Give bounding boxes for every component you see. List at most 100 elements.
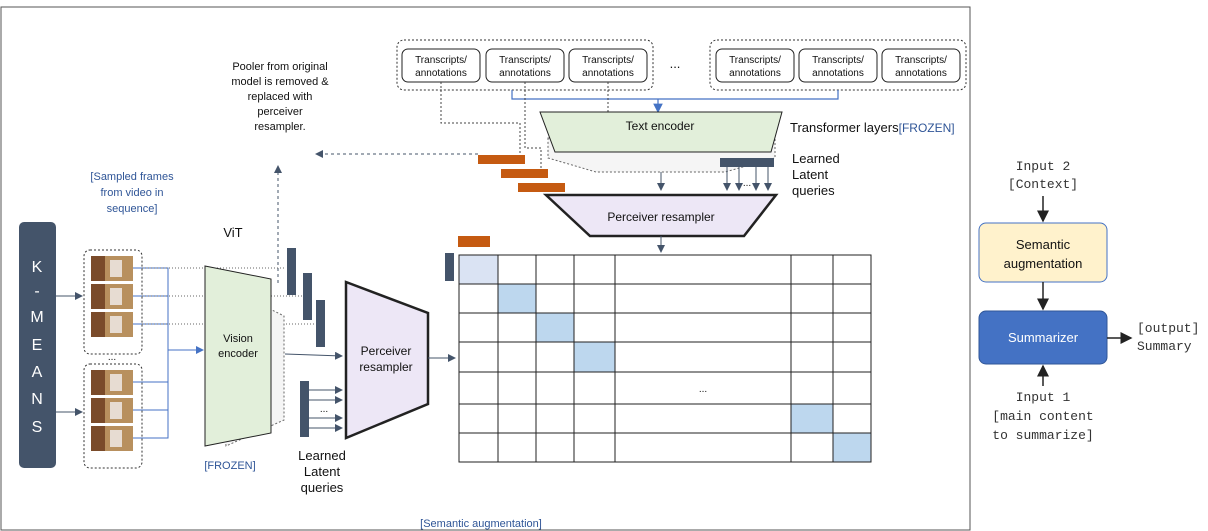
svg-text:Transcripts/: Transcripts/ (415, 55, 467, 66)
semantic-augmentation-caption: [Semantic augmentation] (420, 518, 542, 530)
svg-text:perceiver: perceiver (257, 106, 303, 118)
perceiver-resampler-mid (344, 280, 430, 440)
vision-token-2 (303, 273, 312, 320)
svg-text:model is removed &: model is removed & (231, 76, 329, 88)
svg-text:M: M (30, 309, 43, 326)
svg-text:annotations: annotations (812, 68, 864, 79)
semantic-augmentation-label-1: Semantic (1016, 237, 1071, 252)
frames-ellipsis: ... (108, 352, 116, 363)
perceiver-resampler-top (542, 193, 779, 238)
left-panel-frame (0, 6, 971, 531)
sampled-frames-label: [Sampled frames from video in sequence] (90, 171, 174, 215)
grid-orange-token (458, 236, 490, 247)
latent-queries-arrows-top (723, 167, 772, 191)
svg-text:E: E (32, 337, 43, 354)
svg-text:K: K (32, 259, 43, 276)
svg-text:annotations: annotations (415, 68, 467, 79)
transcript-dotted-1 (440, 82, 521, 157)
input2-label: Input 2 [Context] (1008, 159, 1078, 192)
svg-text:queries: queries (792, 183, 835, 198)
transcript-box-2: Transcripts/ annotations (485, 48, 565, 83)
output-label: [output] Summary (1137, 321, 1199, 354)
vision-encoder (204, 265, 272, 447)
vision-token-1 (287, 248, 296, 295)
summarizer-label: Summarizer (1008, 330, 1079, 345)
svg-text:Transcripts/: Transcripts/ (895, 55, 947, 66)
frame-connectors (133, 267, 204, 439)
latent-queries-ellipsis-top: ... (743, 178, 751, 189)
transcripts-connector (511, 90, 839, 100)
transcript-box-4: Transcripts/ annotations (715, 48, 795, 83)
svg-text:[Context]: [Context] (1008, 177, 1078, 192)
latent-queries-ellipsis-bottom: ... (320, 404, 328, 415)
svg-text:queries: queries (301, 480, 344, 495)
frame-group-2 (83, 363, 143, 469)
svg-text:Summary: Summary (1137, 339, 1192, 354)
grid-slate-token (445, 253, 454, 281)
vision-encoder-label-2: encoder (218, 348, 258, 360)
svg-text:to summarize]: to summarize] (992, 428, 1093, 443)
latent-queries-arrows-bottom (309, 386, 343, 432)
text-encoder (539, 111, 783, 153)
text-encoder-label: Text encoder (626, 119, 695, 133)
svg-text:Transcripts/: Transcripts/ (582, 55, 634, 66)
transcript-box-1: Transcripts/ annotations (401, 48, 481, 83)
svg-text:replaced with: replaced with (248, 91, 313, 103)
vit-label: ViT (223, 225, 242, 240)
svg-text:A: A (32, 364, 43, 381)
semantic-augmentation-box (978, 222, 1108, 283)
transcript-dotted-2 (524, 82, 542, 170)
svg-text:annotations: annotations (582, 68, 634, 79)
svg-text:Transcripts/: Transcripts/ (499, 55, 551, 66)
grid-highlight-2 (536, 313, 574, 342)
input1-label: Input 1 [main content to summarize] (992, 390, 1093, 443)
latent-queries-bar-bottom (300, 381, 309, 437)
svg-text:Latent: Latent (792, 167, 829, 182)
svg-text:from video in: from video in (101, 187, 164, 199)
video-frame-5 (91, 398, 133, 423)
svg-text:S: S (32, 419, 43, 436)
pooler-note: Pooler from original model is removed & … (231, 61, 329, 133)
video-frame-6 (91, 426, 133, 451)
video-frame-3 (91, 312, 133, 337)
svg-text:resampler.: resampler. (254, 121, 305, 133)
orange-token-2 (501, 169, 548, 178)
svg-text:annotations: annotations (895, 68, 947, 79)
vision-token-3 (316, 300, 325, 347)
svg-text:Input 2: Input 2 (1016, 159, 1071, 174)
vision-encoder-label-1: Vision (223, 333, 253, 345)
attention-grid: ... (458, 254, 872, 463)
svg-text:-: - (34, 283, 39, 300)
transcript-box-5: Transcripts/ annotations (798, 48, 878, 83)
learned-latent-queries-label-top: Learned Latent queries (792, 151, 840, 198)
grid-highlight-4 (791, 404, 833, 433)
transcript-box-3: Transcripts/ annotations (568, 48, 648, 83)
svg-text:Pooler from original: Pooler from original (232, 61, 327, 73)
transformer-layers-label: Transformer layers[FROZEN] (790, 120, 955, 135)
latent-queries-bar-top (720, 158, 774, 167)
svg-text:N: N (31, 391, 43, 408)
semantic-augmentation-label-2: augmentation (1004, 256, 1083, 271)
perceiver-resampler-mid-label-1: Perceiver (361, 344, 412, 358)
svg-text:Learned: Learned (792, 151, 840, 166)
grid-highlight-5 (833, 433, 871, 462)
video-frame-2 (91, 284, 133, 309)
orange-token-1 (478, 155, 525, 164)
kmeans-block (19, 222, 56, 468)
svg-text:Latent: Latent (304, 464, 341, 479)
kmeans-letters: K - M E A N S (30, 259, 43, 436)
perceiver-resampler-mid-label-2: resampler (359, 360, 412, 374)
frame-group-1 (83, 249, 143, 355)
svg-text:[output]: [output] (1137, 321, 1199, 336)
svg-text:annotations: annotations (729, 68, 781, 79)
svg-text:Transcripts/: Transcripts/ (729, 55, 781, 66)
transcripts-ellipsis: ... (670, 56, 681, 71)
vision-to-resampler-arrow (284, 351, 343, 360)
grid-highlight-0 (459, 255, 498, 284)
grid-ellipsis: ... (699, 384, 707, 395)
svg-text:Learned: Learned (298, 448, 346, 463)
svg-text:Transcripts/: Transcripts/ (812, 55, 864, 66)
svg-text:Input 1: Input 1 (1016, 390, 1071, 405)
grid-highlight-1 (498, 284, 536, 313)
